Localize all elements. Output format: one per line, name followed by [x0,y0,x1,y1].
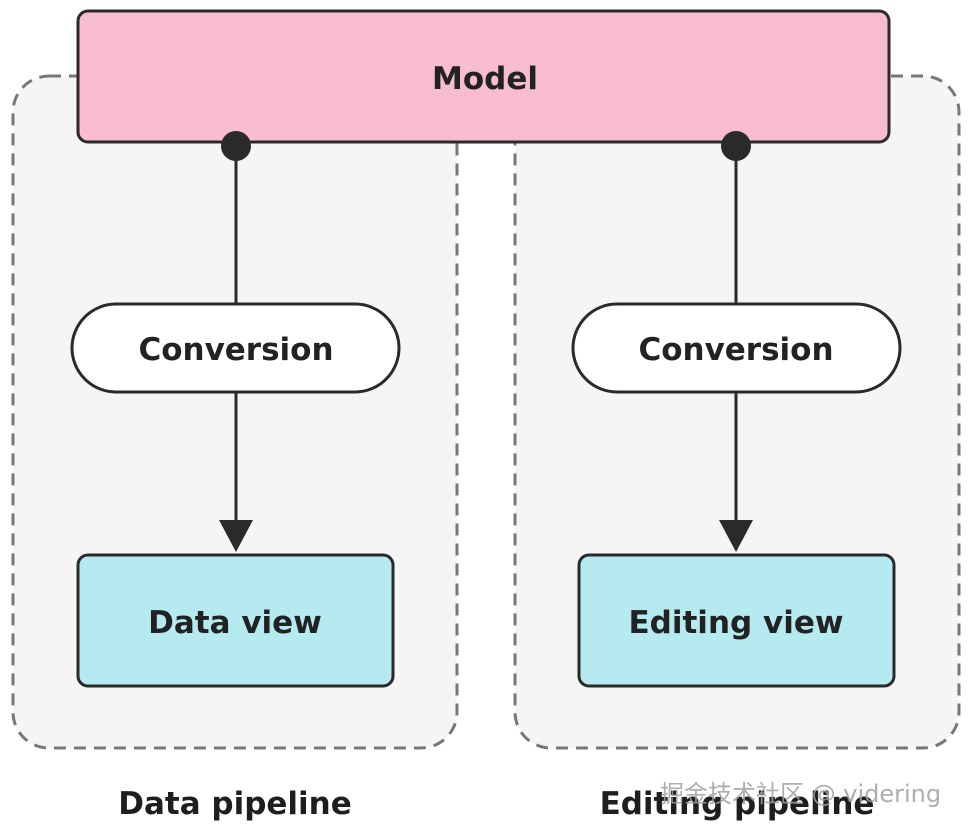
editing-conversion-node [571,302,902,394]
editing-view-arrowhead [719,520,753,552]
editing-connection-dot [721,131,751,161]
editing-pipeline-label: Editing pipeline [599,786,875,822]
data-conversion-label: Conversion [138,332,333,368]
editing-conversion-label: Conversion [638,332,833,368]
editing-view-label: Editing view [629,605,844,641]
data-view-label: Data view [148,605,322,641]
data-pipeline-label: Data pipeline [118,786,352,822]
editing-view-node [577,553,896,688]
model-label: Model [432,61,538,97]
data-view-arrowhead [219,520,253,552]
model-node [76,9,891,144]
data-connection-dot [221,131,251,161]
watermark-text: 掘金技术社区 @ videring [660,780,942,808]
data-view-node [76,553,395,688]
data-conversion-node [70,302,401,394]
